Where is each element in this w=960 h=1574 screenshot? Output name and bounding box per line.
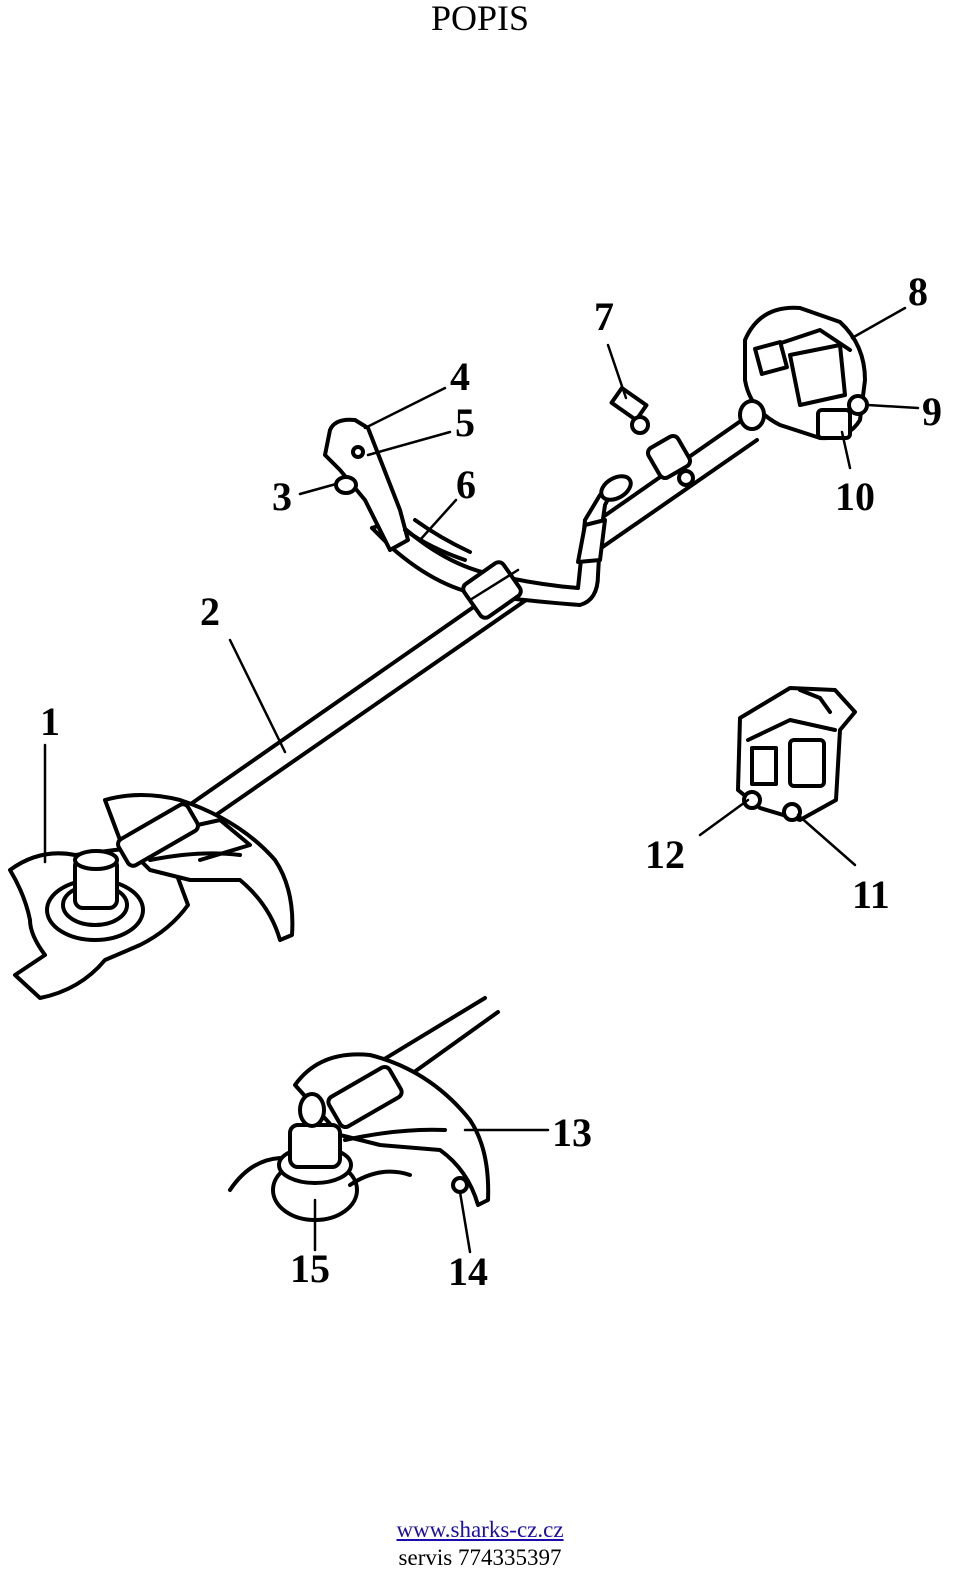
part-label-2: 2 <box>200 589 220 634</box>
part-label-6: 6 <box>456 462 476 507</box>
blade-assembly <box>8 793 295 1000</box>
part-label-10: 10 <box>835 474 875 519</box>
shaft <box>183 416 759 828</box>
part-label-4: 4 <box>450 354 470 399</box>
website-link[interactable]: www.sharks-cz.cz <box>396 1517 564 1542</box>
part-label-1: 1 <box>40 699 60 744</box>
engine <box>738 305 869 441</box>
handlebar <box>370 474 633 620</box>
part-label-11: 11 <box>852 872 890 917</box>
service-phone: servis 774335397 <box>398 1545 562 1570</box>
page-title: POPIS <box>430 0 530 38</box>
part-label-15: 15 <box>290 1246 330 1291</box>
part-label-7: 7 <box>594 294 614 339</box>
part-labels: 1 2 3 4 5 6 7 8 9 10 11 12 13 14 15 <box>40 269 942 1294</box>
part-label-14: 14 <box>448 1249 488 1294</box>
brush-cutter-diagram: 1 2 3 4 5 6 7 8 9 10 11 12 13 14 15 <box>8 269 942 1294</box>
part-label-12: 12 <box>645 832 685 877</box>
part-label-13: 13 <box>552 1110 592 1155</box>
leader-lines <box>43 306 920 1254</box>
throttle-handle <box>323 417 472 562</box>
trimmer-head-detail <box>228 996 500 1222</box>
part-label-8: 8 <box>908 269 928 314</box>
cable-clip <box>609 386 695 487</box>
part-label-3: 3 <box>272 474 292 519</box>
gearbox-detail <box>736 686 857 822</box>
part-label-5: 5 <box>455 400 475 445</box>
part-label-9: 9 <box>922 389 942 434</box>
